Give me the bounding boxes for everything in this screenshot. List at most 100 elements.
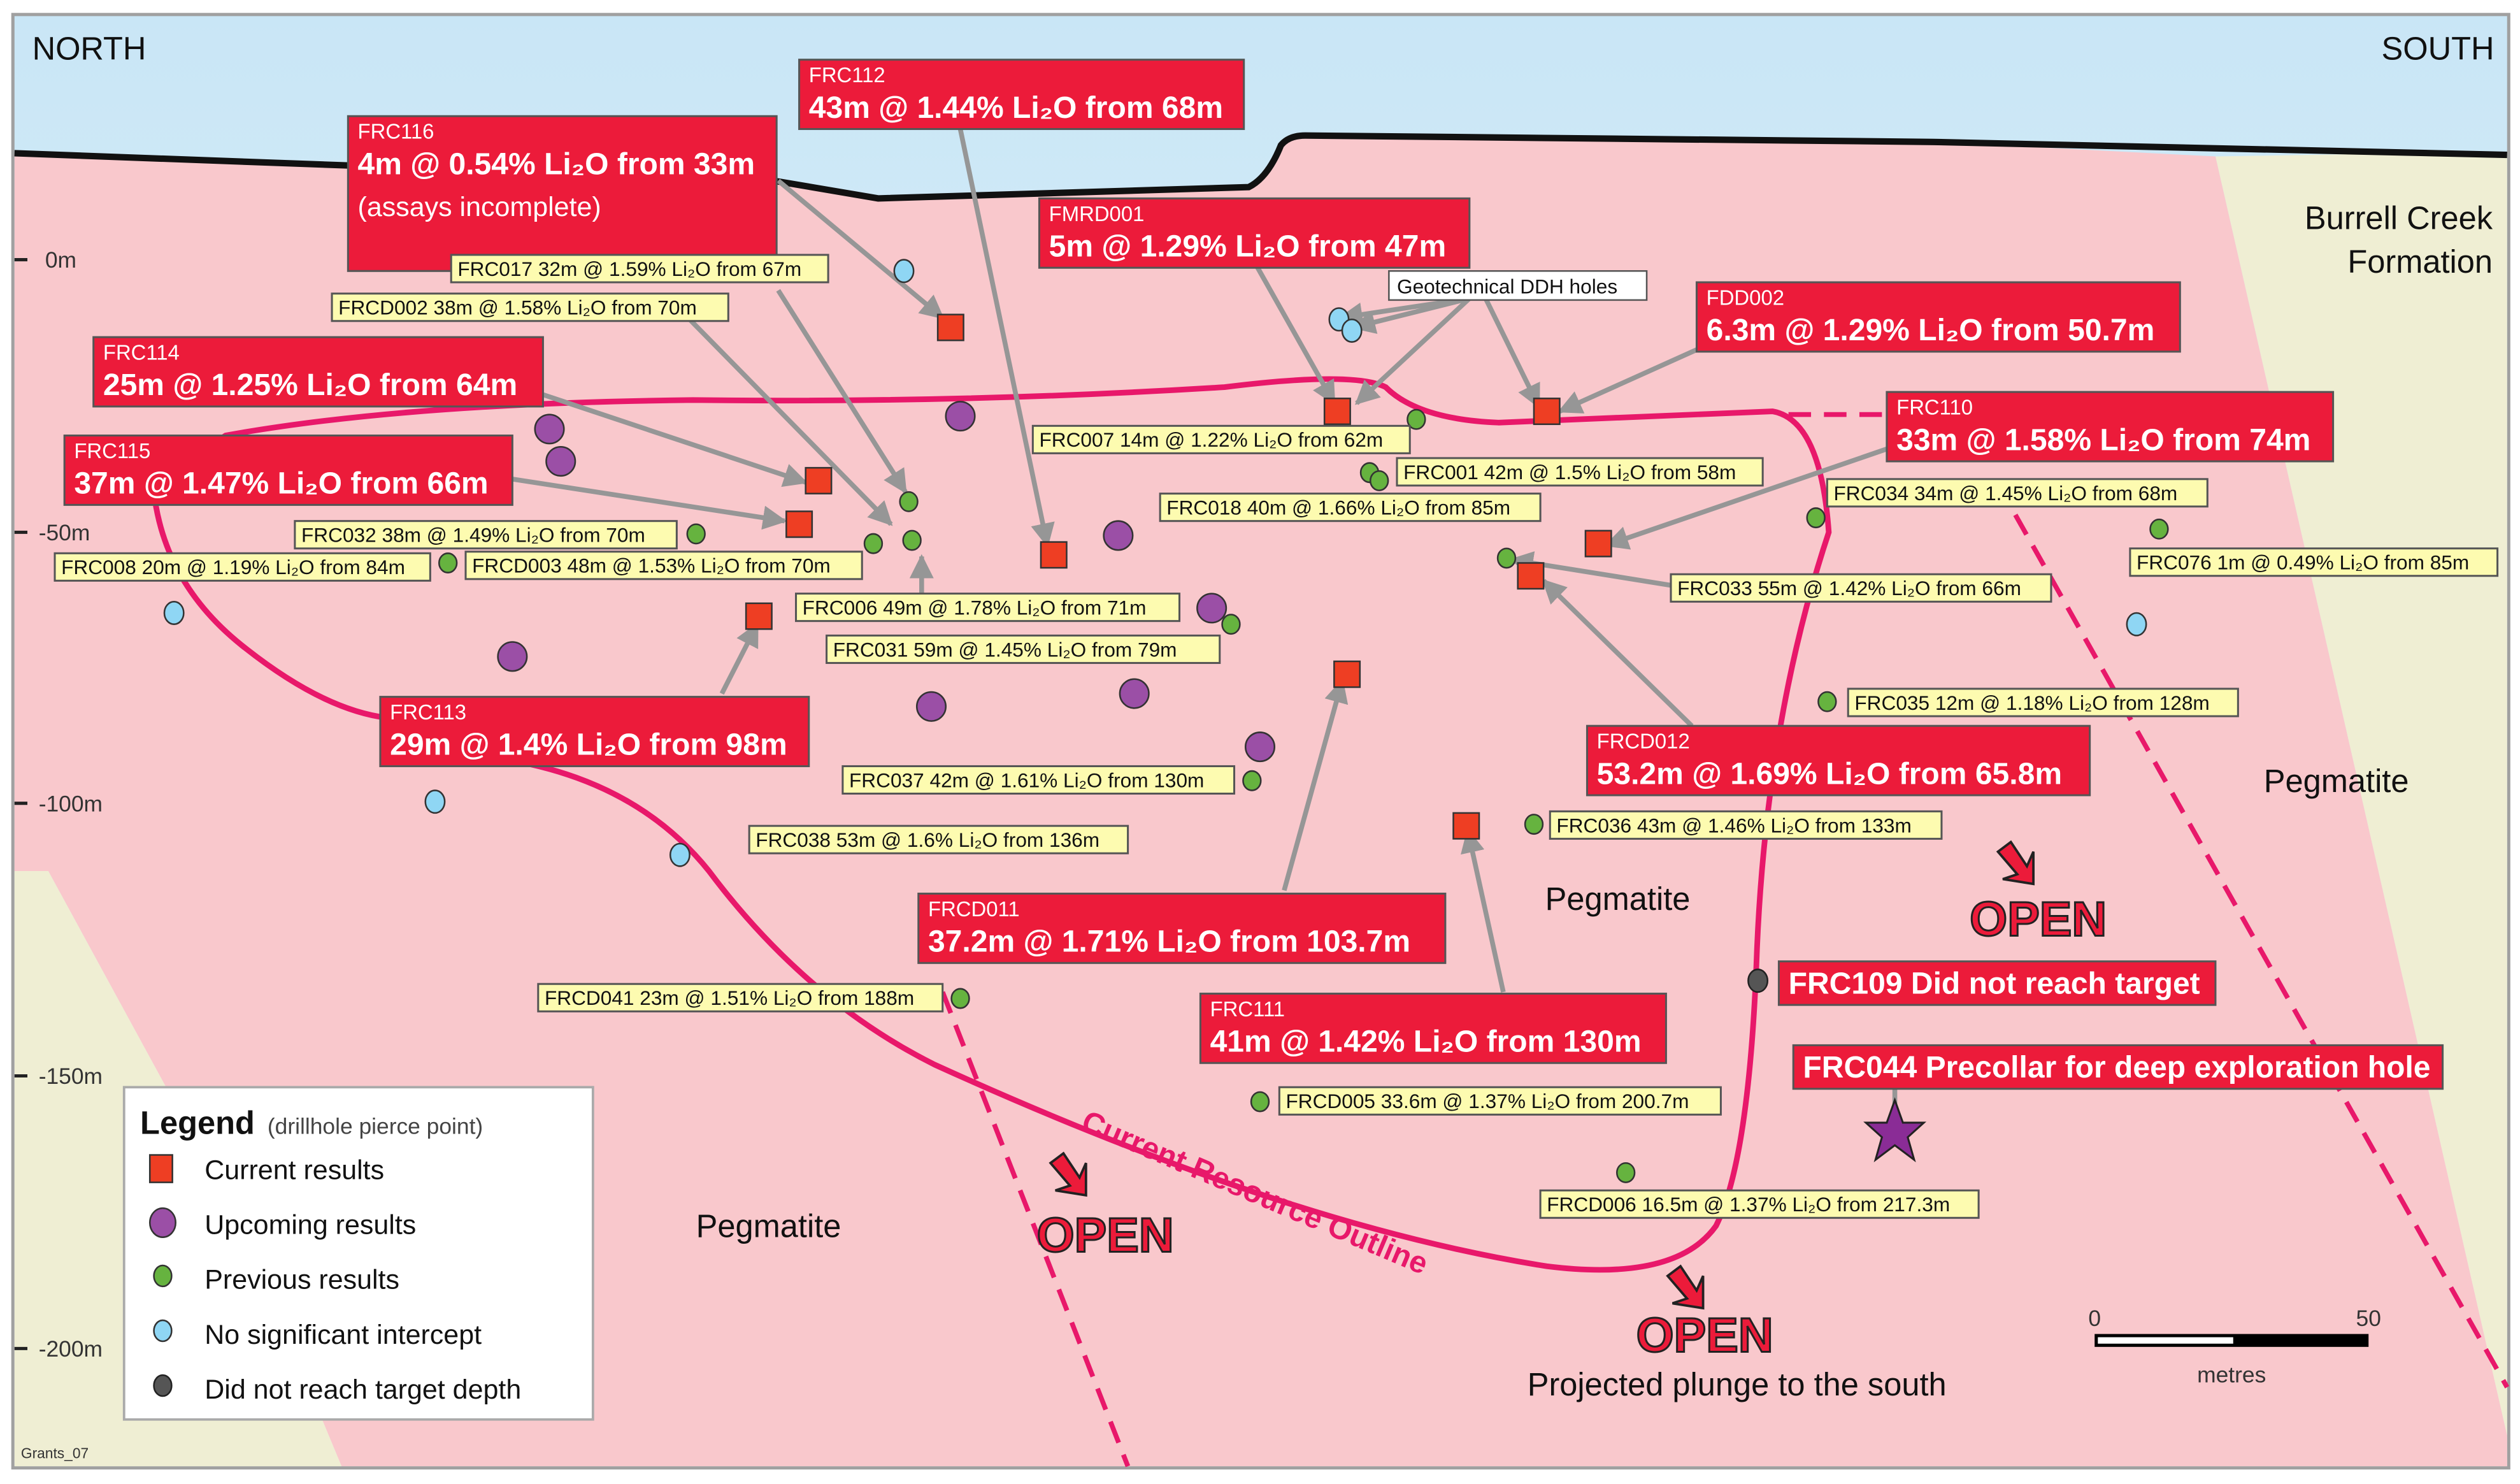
intercept-result: 25m @ 1.25% Li₂O from 64m (103, 368, 517, 402)
previous-result-text: FRC035 12m @ 1.18% Li₂O from 128m (1854, 691, 2209, 714)
previous-result-label: FRC006 49m @ 1.78% Li₂O from 71m (795, 593, 1181, 623)
previous-result-label: FRC032 38m @ 1.49% Li₂O from 70m (294, 520, 678, 550)
resource-outline (150, 376, 1832, 1273)
pegmatite-label: Pegmatite (2264, 763, 2409, 799)
formation-label-line1: Burrell Creek (2305, 199, 2493, 236)
previous-result-marker[interactable] (1407, 408, 1426, 430)
previous-result-marker[interactable] (438, 552, 458, 573)
previous-result-text: FRC031 59m @ 1.45% Li₂O from 79m (833, 638, 1177, 661)
upcoming-result-marker[interactable] (915, 691, 947, 722)
intercept-result: 53.2m @ 1.69% Li₂O from 65.8m (1597, 756, 2062, 791)
previous-result-marker[interactable] (1221, 614, 1241, 635)
no-significant-marker[interactable] (2126, 612, 2147, 637)
previous-result-label: FRC033 55m @ 1.42% Li₂O from 66m (1670, 573, 2052, 603)
legend-title: Legend (140, 1105, 255, 1141)
legend-item: Previous results (204, 1265, 399, 1295)
current-result-markers (745, 313, 1612, 840)
previous-result-markers (438, 408, 2169, 1183)
previous-result-text: FRCD041 23m @ 1.51% Li₂O from 188m (545, 986, 914, 1009)
open-label: OPEN (1970, 892, 2107, 946)
previous-result-marker[interactable] (950, 988, 970, 1009)
upcoming-result-marker[interactable] (1244, 731, 1276, 763)
previous-result-text: FRCD006 16.5m @ 1.37% Li₂O from 217.3m (1547, 1193, 1950, 1216)
current-result-marker[interactable] (1040, 541, 1068, 569)
svg-text:FRC044 Precollar for deep expl: FRC044 Precollar for deep exploration ho… (1803, 1050, 2430, 1084)
frc044-label: FRC044 Precollar for deep exploration ho… (1792, 1044, 2444, 1090)
previous-result-label: FRC008 20m @ 1.19% Li₂O from 84m (54, 552, 431, 582)
current-result-marker[interactable] (1533, 398, 1561, 426)
intercept-note: (assays incomplete) (358, 192, 601, 222)
hole-id: FRC114 (103, 341, 180, 364)
no-significant-marker[interactable] (1341, 318, 1363, 343)
svg-text:0: 0 (2088, 1306, 2101, 1331)
previous-result-text: FRC038 53m @ 1.6% Li₂O from 136m (755, 828, 1099, 851)
current-result-marker[interactable] (745, 602, 773, 630)
previous-result-marker[interactable] (1496, 547, 1517, 569)
hole-id: FRC116 (358, 120, 434, 143)
previous-result-text: FRC006 49m @ 1.78% Li₂O from 71m (803, 596, 1147, 619)
no-significant-marker[interactable] (424, 789, 446, 814)
no-significant-marker[interactable] (669, 842, 691, 867)
current-result-marker[interactable] (805, 466, 833, 494)
previous-result-text: FRC032 38m @ 1.49% Li₂O from 70m (301, 524, 645, 547)
intercept-result: 37.2m @ 1.71% Li₂O from 103.7m (928, 925, 1410, 959)
previous-result-marker[interactable] (899, 491, 919, 512)
previous-result-marker[interactable] (1242, 770, 1262, 791)
previous-result-label: FRC001 42m @ 1.5% Li₂O from 58m (1396, 457, 1764, 487)
current-result-marker[interactable] (785, 510, 813, 538)
upcoming-result-marker[interactable] (545, 445, 576, 477)
hole-id: FRC111 (1210, 997, 1285, 1021)
did-not-reach-marker[interactable] (1747, 969, 1769, 993)
previous-result-marker[interactable] (863, 533, 884, 554)
open-label: OPEN (1636, 1308, 1773, 1362)
open-marker: OPEN (1036, 1151, 1175, 1264)
axis-tick-label: -150m (39, 1063, 103, 1089)
no-significant-markers (163, 259, 2147, 867)
legend-current-icon (148, 1154, 173, 1183)
current-result-marker[interactable] (936, 313, 964, 342)
previous-result-label: FRC038 53m @ 1.6% Li₂O from 136m (748, 825, 1129, 854)
upcoming-result-marker[interactable] (1103, 520, 1134, 551)
intercept-result: 41m @ 1.42% Li₂O from 130m (1210, 1025, 1642, 1059)
previous-result-marker[interactable] (1250, 1091, 1270, 1113)
previous-result-label: FRC035 12m @ 1.18% Li₂O from 128m (1847, 688, 2239, 717)
previous-result-marker[interactable] (1524, 814, 1544, 835)
upcoming-result-marker[interactable] (534, 414, 565, 445)
north-label: NORTH (32, 31, 147, 67)
previous-result-marker[interactable] (1806, 507, 1826, 529)
current-result-marker[interactable] (1323, 398, 1351, 426)
upcoming-result-marker[interactable] (497, 641, 528, 672)
upcoming-result-marker[interactable] (945, 401, 976, 432)
hole-id: FMRD001 (1049, 202, 1145, 226)
topography-line (14, 132, 2507, 202)
previous-result-marker[interactable] (1370, 470, 1389, 491)
no-significant-marker[interactable] (893, 259, 915, 284)
current-result-marker[interactable] (1517, 562, 1545, 590)
previous-result-marker[interactable] (902, 529, 922, 551)
intercept-result: 29m @ 1.4% Li₂O from 98m (390, 728, 787, 762)
no-significant-marker[interactable] (163, 600, 185, 625)
previous-result-text: FRC017 32m @ 1.59% Li₂O from 67m (457, 257, 801, 280)
previous-result-marker[interactable] (2149, 518, 2169, 540)
precollar-star-icon[interactable] (1863, 1097, 1927, 1163)
current-result-marker[interactable] (1333, 660, 1361, 688)
previous-result-marker[interactable] (1817, 691, 1837, 712)
current-result-marker[interactable] (1584, 529, 1612, 558)
previous-result-marker[interactable] (1616, 1162, 1636, 1183)
previous-result-text: FRC036 43m @ 1.46% Li₂O from 133m (1556, 814, 1911, 837)
current-result-marker[interactable] (1452, 812, 1480, 840)
upcoming-result-marker[interactable] (1196, 593, 1228, 624)
svg-text:50: 50 (2356, 1306, 2381, 1331)
previous-result-label: FRCD002 38m @ 1.58% Li₂O from 70m (331, 292, 729, 322)
legend-item: Current results (204, 1155, 384, 1186)
upcoming-result-marker[interactable] (1119, 678, 1150, 709)
previous-result-marker[interactable] (686, 523, 706, 545)
south-label: SOUTH (2382, 31, 2495, 67)
